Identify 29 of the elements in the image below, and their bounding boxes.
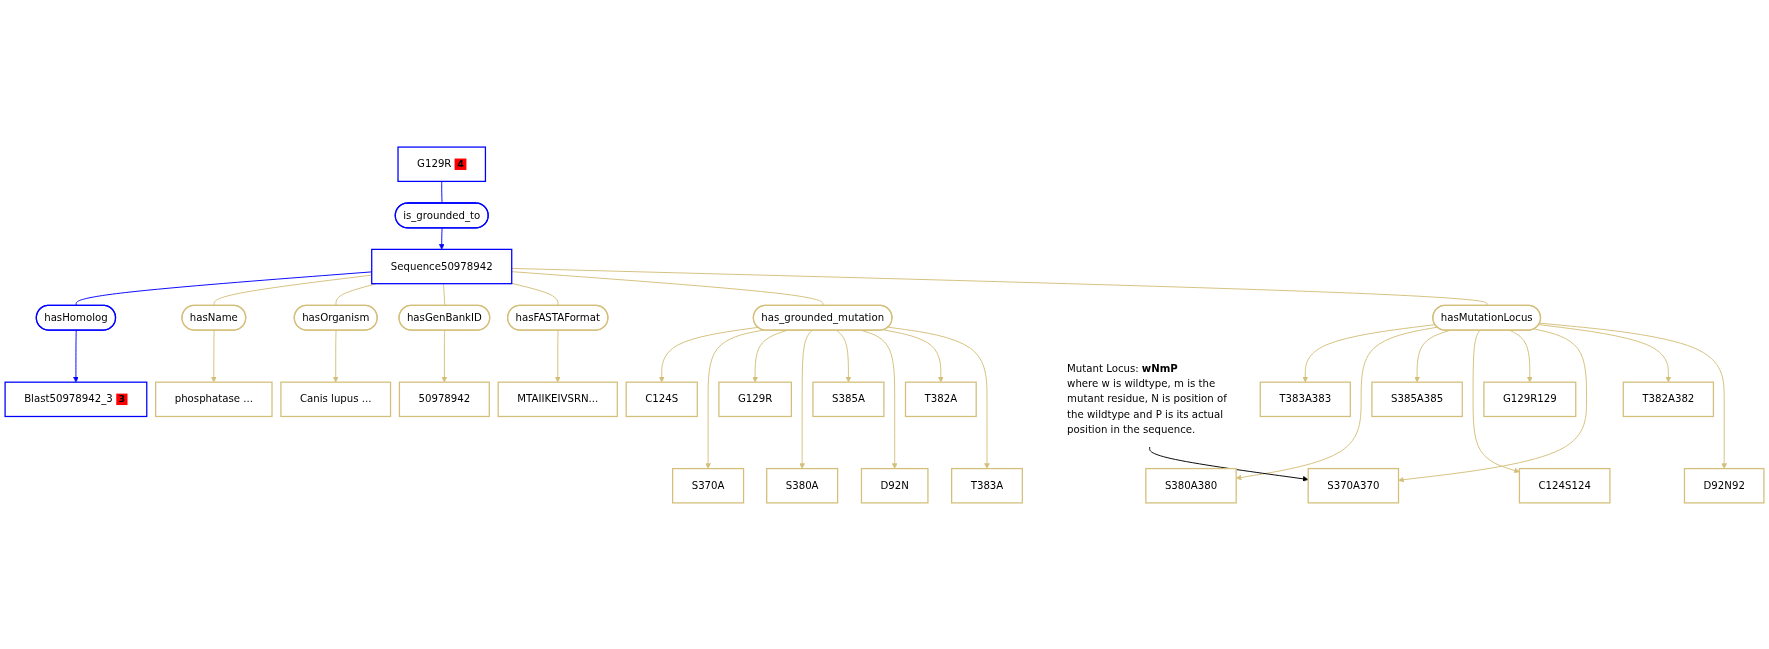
node-box: T383A383 — [1259, 381, 1351, 417]
node-box: MTAIIKEIVSRN... — [497, 381, 618, 417]
node-box: S380A380 — [1145, 467, 1237, 504]
node-box: S370A370 — [1307, 467, 1400, 504]
connector — [442, 282, 446, 306]
node-box: G129R — [718, 381, 792, 417]
node-box: phosphatase ... — [155, 381, 273, 417]
node-box: S370A — [672, 467, 745, 504]
node-box: S380A — [766, 467, 839, 504]
node-box: T382A382 — [1622, 381, 1715, 417]
node-box: T382A — [904, 381, 977, 417]
node-box: T383A — [951, 467, 1023, 504]
node-box: Sequence50978942 — [371, 248, 513, 284]
node-box: D92N92 — [1683, 467, 1765, 504]
connector — [441, 180, 443, 204]
connector — [511, 267, 1488, 306]
node-box: G129R 4 — [397, 145, 487, 182]
node-box: C124S124 — [1518, 467, 1611, 504]
node-box: S385A385 — [1371, 381, 1463, 417]
node-box: Blast50978942_3 3 — [4, 381, 148, 417]
node-box: S385A — [812, 381, 885, 417]
node-box: Canis lupus ... — [280, 381, 392, 417]
connector — [511, 270, 824, 306]
node-box: C124S — [625, 381, 698, 417]
node-box: D92N — [860, 467, 929, 504]
node-box: 50978942 — [398, 381, 490, 417]
node-text: Mutant Locus: wNmP where w is wildtype, m is the mutant residue, N is position of the wildtype and P is its actual position in the sequence. — [1067, 361, 1227, 436]
node-box: G129R129 — [1483, 381, 1577, 417]
connector — [511, 282, 559, 306]
